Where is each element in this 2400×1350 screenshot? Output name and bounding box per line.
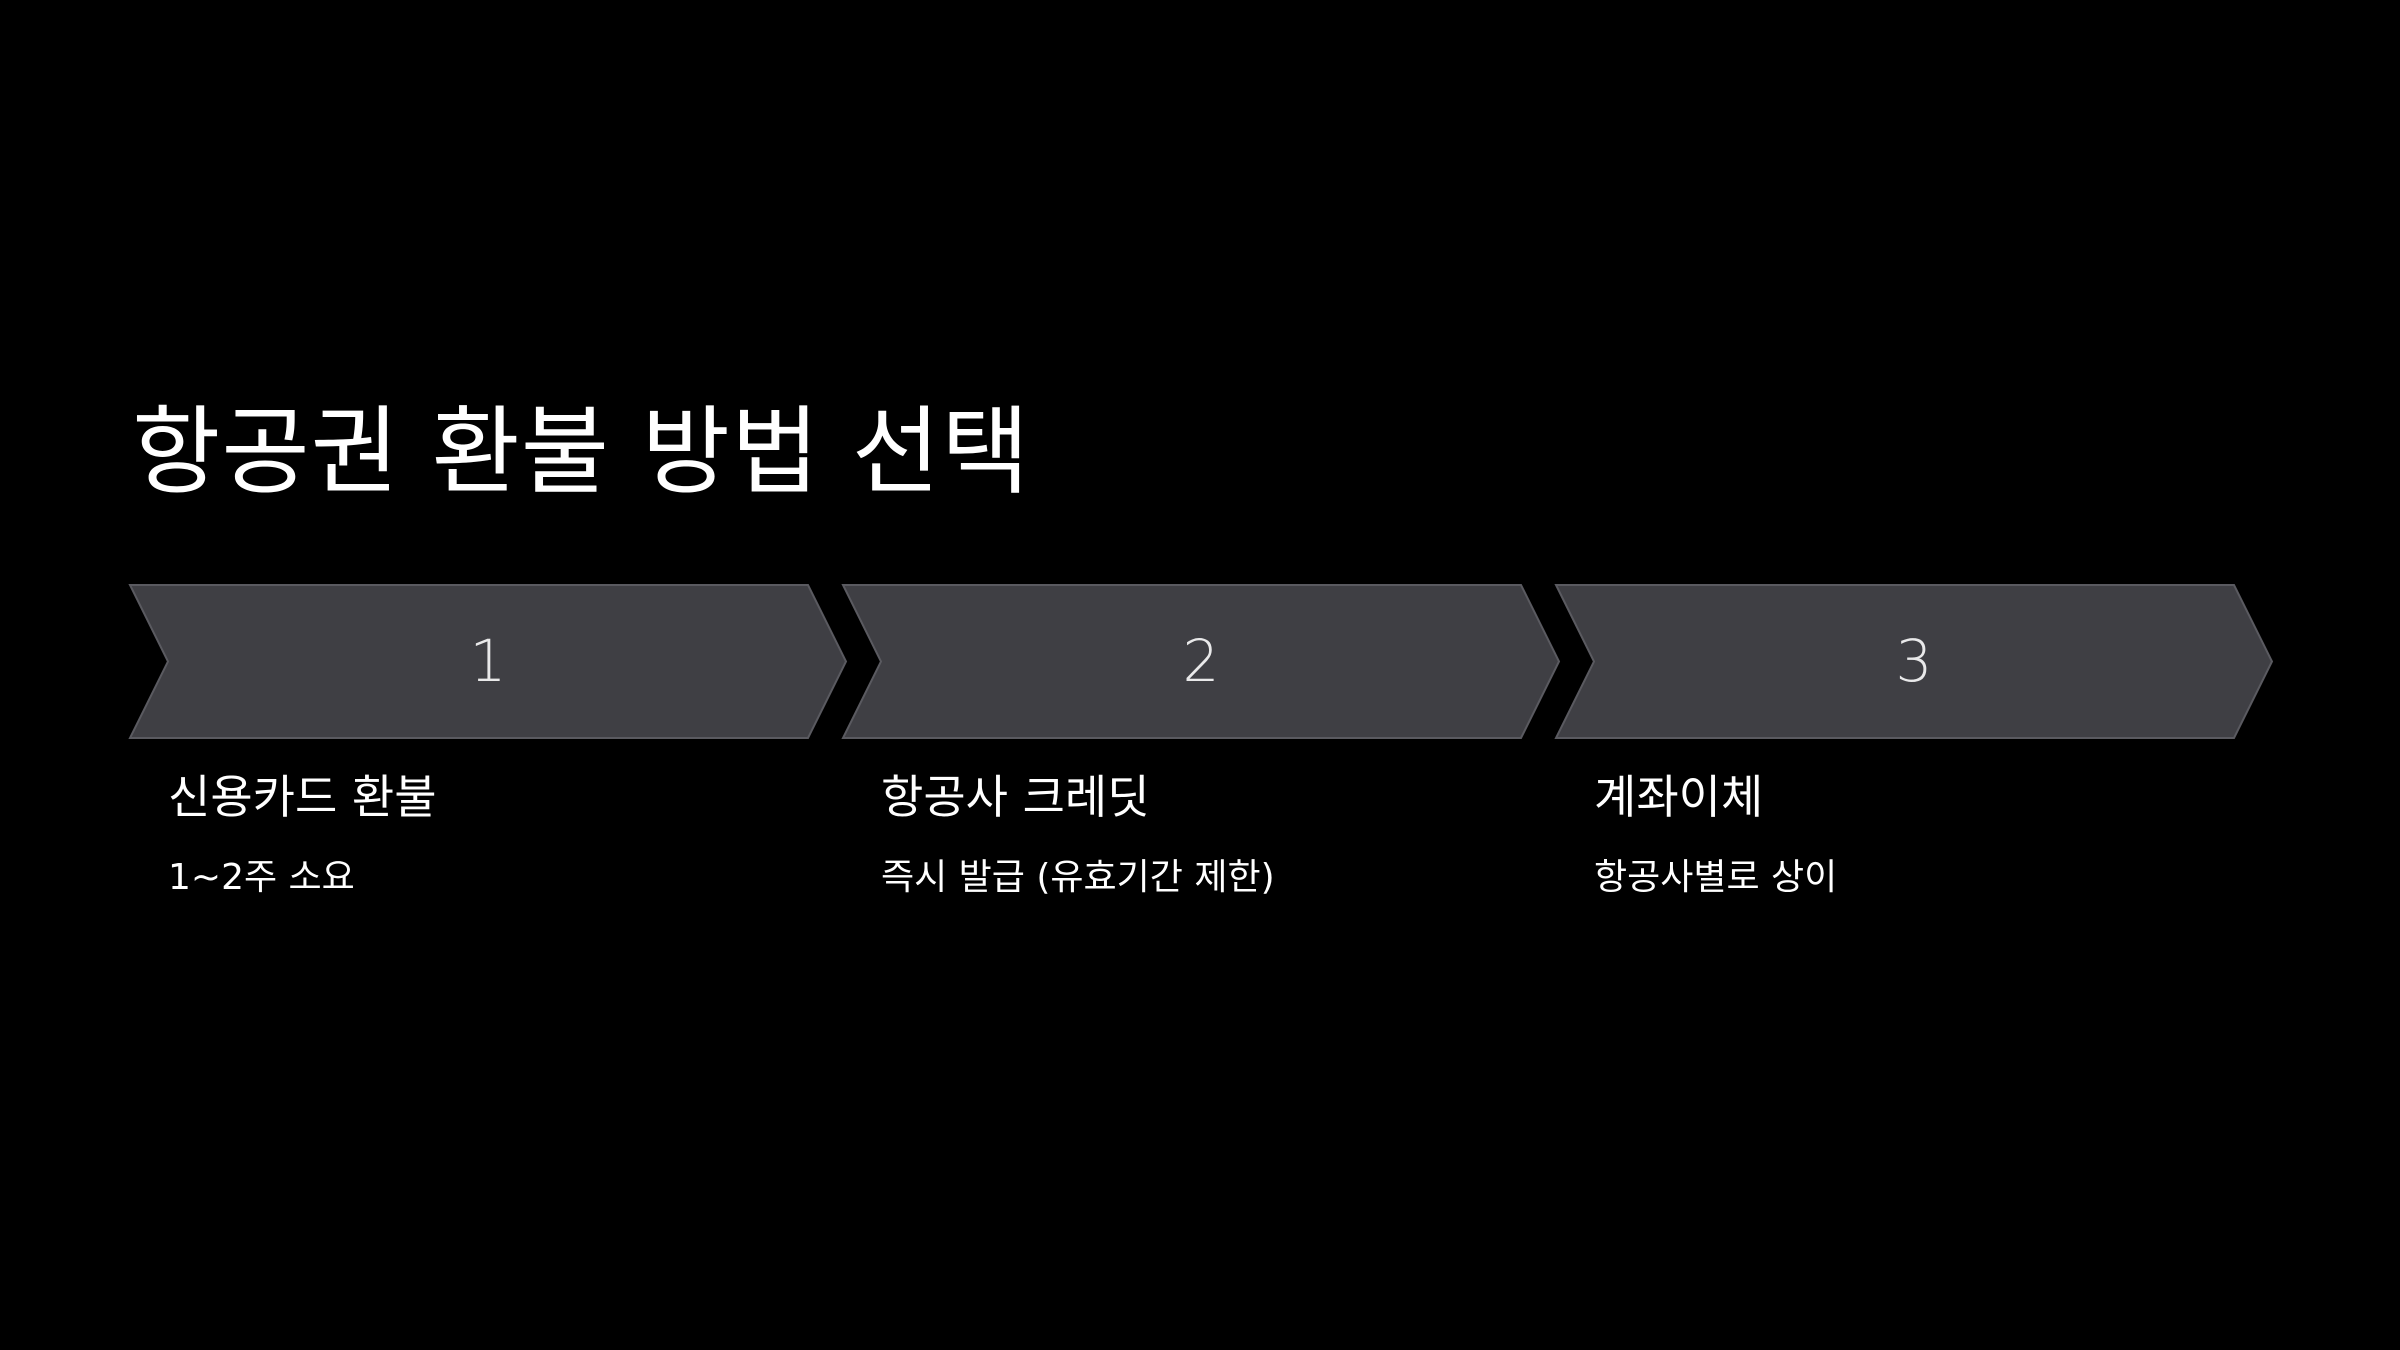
chevron-shape-1 xyxy=(128,584,848,739)
slide-title: 항공권 환불 방법 선택 xyxy=(132,396,1031,508)
step-3-chevron: 3 xyxy=(1554,584,2274,739)
step-3-description: 항공사별로 상이 xyxy=(1594,857,1838,898)
step-3-number: 3 xyxy=(1895,627,1933,695)
chevron-shape-3 xyxy=(1554,584,2274,739)
step-1-description: 1~2주 소요 xyxy=(168,857,355,898)
step-2: 2 항공사 크레딧 즉시 발급 (유효기간 제한) xyxy=(841,584,1561,898)
step-1-chevron: 1 xyxy=(128,584,848,739)
step-2-number: 2 xyxy=(1182,627,1220,695)
chevron-shape-2 xyxy=(841,584,1561,739)
step-1-number: 1 xyxy=(469,627,507,695)
step-3-title: 계좌이체 xyxy=(1594,770,1764,824)
step-2-title: 항공사 크레딧 xyxy=(881,770,1150,824)
step-2-chevron: 2 xyxy=(841,584,1561,739)
step-1-title: 신용카드 환불 xyxy=(168,770,437,824)
step-3: 3 계좌이체 항공사별로 상이 xyxy=(1554,584,2274,898)
step-2-description: 즉시 발급 (유효기간 제한) xyxy=(881,857,1275,898)
step-1: 1 신용카드 환불 1~2주 소요 xyxy=(128,584,848,898)
